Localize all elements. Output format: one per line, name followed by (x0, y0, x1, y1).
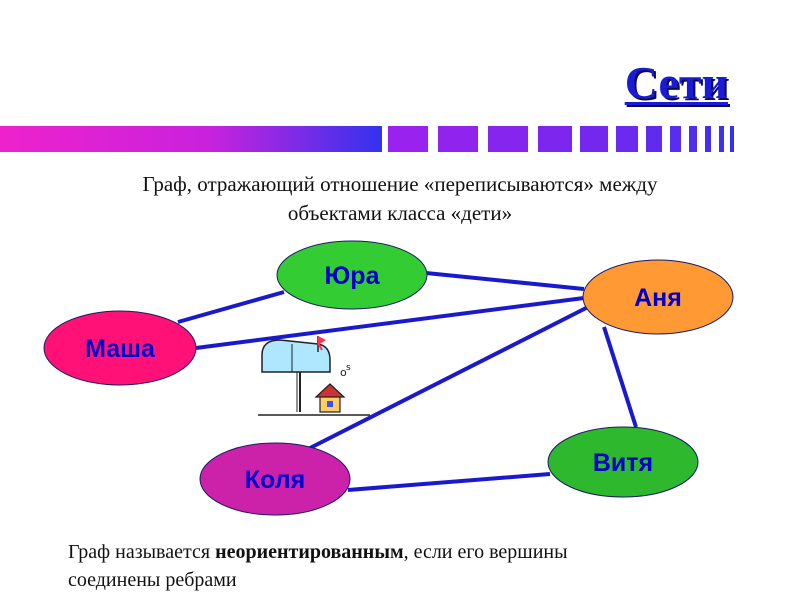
graph-nodes: Юра Аня Маша Коля Витя (43, 240, 734, 516)
svg-text:s: s (346, 363, 351, 373)
edge-yura-masha (177, 290, 285, 324)
footer-text: Граф называется неориентированным, если … (68, 538, 768, 594)
stripe-block (730, 126, 734, 152)
stripe-block (580, 126, 608, 152)
footer-part-1: Граф называется (68, 541, 216, 563)
stripe-block (705, 126, 711, 152)
node-anya-label: Аня (634, 284, 682, 312)
stripe-block (438, 126, 478, 152)
edge-kolya-anya (309, 303, 593, 450)
stripe-bar (0, 126, 382, 152)
edge-masha-anya (195, 296, 585, 350)
stripe-block (670, 126, 681, 152)
stripe-block (689, 126, 697, 152)
mailbox-house-clipart: o s (258, 336, 370, 416)
footer-line-2: соединены ребрами (68, 569, 237, 591)
node-kolya: Коля (199, 442, 351, 516)
stripe-block (388, 126, 428, 152)
node-masha: Маша (43, 310, 197, 386)
node-yura-label: Юра (325, 262, 381, 290)
stripe-block (646, 126, 662, 152)
node-masha-label: Маша (85, 335, 156, 363)
node-anya-shape (582, 259, 734, 335)
node-kolya-label: Коля (245, 466, 305, 494)
footer-bold-term: неориентированным (215, 541, 404, 563)
node-vitya: Витя (547, 426, 699, 498)
edge-yura-anya (425, 271, 585, 291)
stripe-block (616, 126, 638, 152)
node-yura: Юра (276, 240, 428, 310)
node-vitya-label: Витя (593, 449, 653, 477)
subtitle: Граф, отражающий отношение «переписывают… (40, 170, 760, 228)
edge-anya-vitya (602, 326, 638, 428)
svg-text:o: o (340, 366, 347, 379)
subtitle-line-2: объектами класса «дети» (287, 201, 513, 225)
slide-title: Сети (624, 57, 728, 108)
footer-part-2: , если его вершины (403, 541, 568, 563)
node-vitya-shape (547, 426, 699, 498)
stripe-block (488, 126, 528, 152)
stripe-blocks (388, 126, 734, 152)
node-masha-shape (43, 310, 197, 386)
node-anya: Аня (582, 259, 734, 335)
footer-line-1: Граф называется неориентированным, если … (68, 538, 768, 566)
node-yura-shape (276, 240, 428, 310)
edge-kolya-vitya (347, 472, 551, 492)
stripe-block (719, 126, 724, 152)
subtitle-line-1: Граф, отражающий отношение «переписывают… (142, 172, 658, 196)
stripe-block (538, 126, 572, 152)
node-kolya-shape (199, 442, 351, 516)
graph-edges (177, 271, 638, 492)
